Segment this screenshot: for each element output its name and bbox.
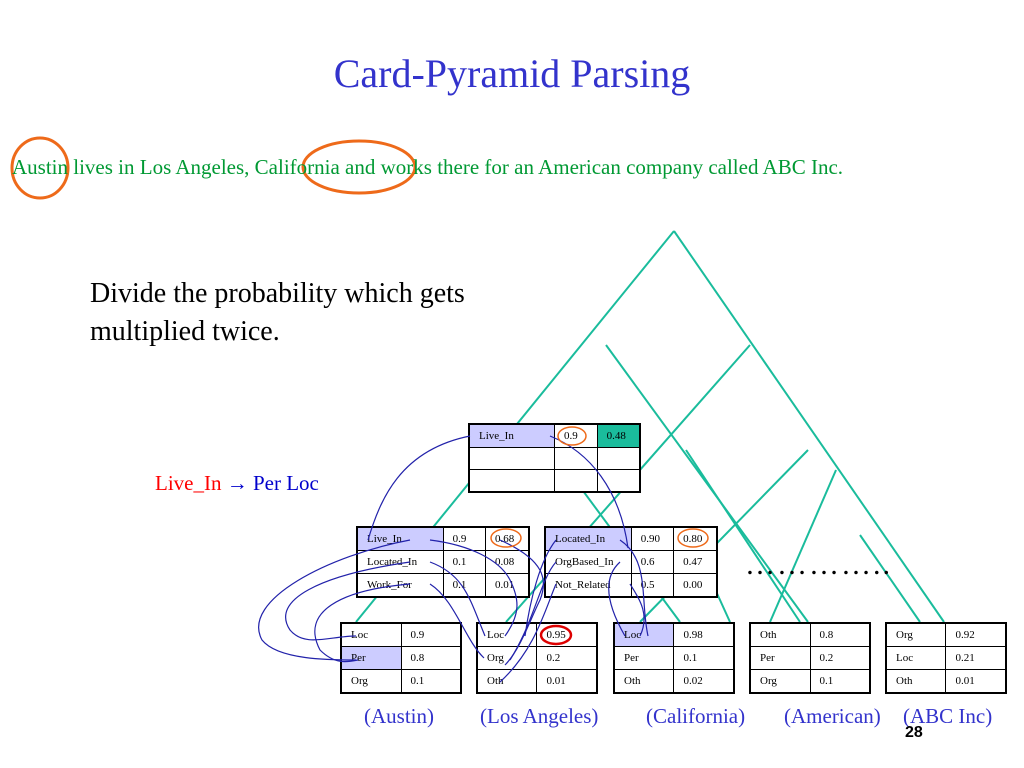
- relation-table-top: Live_In 0.9 0.48: [468, 423, 641, 493]
- page-number: 28: [905, 724, 923, 741]
- table-cell: 0.02: [673, 669, 735, 694]
- table-cell: 0.8: [400, 646, 462, 670]
- link-path: [549, 435, 629, 549]
- table-cell: 0.1: [400, 669, 462, 694]
- link-path: [619, 539, 649, 637]
- pyramid-right-edge: [673, 230, 945, 623]
- caption-austin: (Austin): [364, 704, 434, 728]
- california-circle: [301, 139, 417, 195]
- table-cell: Loc: [340, 622, 402, 647]
- rule-text: Live_In → Per Loc: [155, 471, 319, 496]
- value-circle: [677, 528, 709, 548]
- table-cell: 0.21: [945, 646, 1007, 670]
- value-circle-red: [539, 624, 573, 646]
- table-cell: Per: [749, 646, 811, 670]
- rule-arrow: →: [226, 471, 248, 495]
- link-path: [499, 583, 557, 683]
- link-path: [367, 435, 471, 541]
- table-cell: Org: [749, 669, 811, 694]
- table-cell: Org: [340, 669, 402, 694]
- rule-args: Per Loc: [252, 471, 319, 495]
- table-cell: Per: [613, 646, 675, 670]
- table-cell: Org: [885, 622, 947, 647]
- table-cell: 0.2: [809, 646, 871, 670]
- table-cell: 0.1: [673, 646, 735, 670]
- value-circle: [490, 528, 522, 548]
- table-cell: Oth: [885, 669, 947, 694]
- table-cell: 0.2: [536, 646, 598, 670]
- link-path: [429, 539, 518, 637]
- table-cell: Located_In: [544, 526, 632, 551]
- caption-california: (California): [646, 704, 746, 728]
- parse-links: [258, 435, 649, 683]
- link-path: [314, 583, 411, 663]
- example-sentence: Austin lives in Los Angeles, California …: [12, 155, 844, 179]
- table-cell: OrgBased_In: [544, 550, 632, 574]
- table-cell: 0.92: [945, 622, 1007, 647]
- table-cell: Located_In: [356, 550, 444, 574]
- table-cell: Live_In: [468, 423, 555, 448]
- caption-abc-inc: (ABC Inc): [903, 704, 993, 728]
- caption-los-angeles: (Los Angeles): [480, 704, 599, 728]
- table-cell: 0.01: [484, 573, 530, 598]
- pyramid-diag-6: [769, 469, 837, 623]
- link-path: [509, 561, 557, 661]
- value-circle: [557, 426, 587, 446]
- table-cell: [468, 469, 555, 492]
- link-path: [524, 539, 557, 637]
- table-cell: 0.1: [442, 550, 486, 574]
- austin-circle: [10, 136, 70, 200]
- table-cell: Per: [340, 646, 402, 670]
- rule-relation: Live_In: [155, 471, 222, 495]
- table-cell: 0.48: [596, 423, 641, 448]
- table-cell: Loc: [885, 646, 947, 670]
- table-cell: 0.47: [673, 550, 718, 574]
- table-cell: 0.01: [945, 669, 1007, 694]
- ellipsis: …………..: [745, 548, 892, 581]
- link-path: [608, 561, 626, 637]
- link-path: [629, 583, 645, 637]
- link-path: [429, 561, 486, 637]
- table-cell: 0.8: [809, 622, 871, 647]
- table-cell: Oth: [613, 669, 675, 694]
- link-path: [429, 583, 485, 659]
- table-cell: 0.00: [673, 573, 718, 598]
- caption-american: (American): [784, 704, 881, 728]
- table-cell: 0.1: [809, 669, 871, 694]
- table-cell: Oth: [749, 622, 811, 647]
- table-cell: 0.08: [484, 550, 530, 574]
- relation-table-mid1: Live_In 0.9 0.68 Located_In 0.1 0.08 Wor…: [356, 526, 530, 598]
- table-cell: 0.01: [536, 669, 598, 694]
- link-path: [258, 539, 411, 661]
- table-cell: 0.9: [400, 622, 462, 647]
- slide-title: Card-Pyramid Parsing: [333, 51, 691, 96]
- table-cell: 0.98: [673, 622, 735, 647]
- note-text: Divide the probability which gets multip…: [90, 278, 465, 347]
- pyramid-diag-1: [605, 344, 809, 623]
- link-path: [285, 561, 411, 641]
- pyramid-diag-7: [859, 534, 921, 623]
- table-cell: Org: [476, 646, 538, 670]
- pyramid-diag-5: [685, 449, 801, 623]
- table-cell: Not_Related: [544, 573, 632, 598]
